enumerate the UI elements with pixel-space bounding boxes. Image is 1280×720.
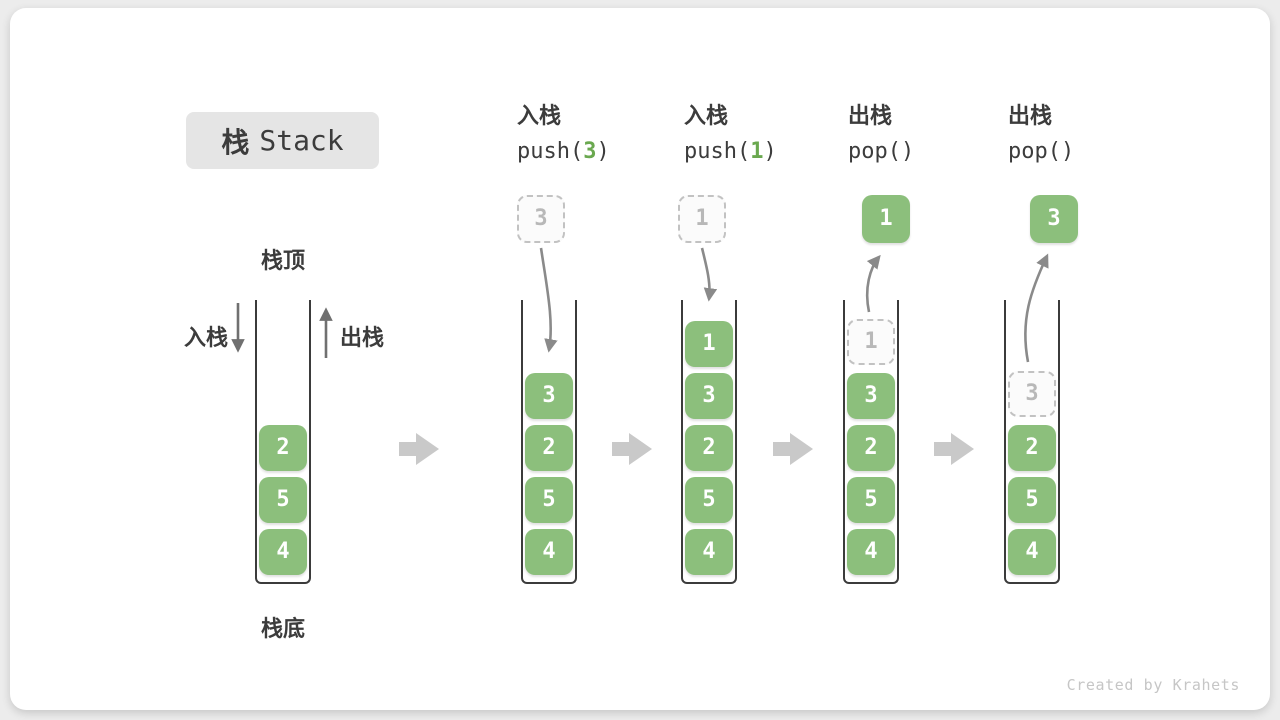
ghost-cell: 3 — [1008, 371, 1056, 417]
code-suffix: ) — [763, 139, 777, 164]
stack-cell: 2 — [259, 425, 307, 471]
ghost-cell: 1 — [847, 319, 895, 365]
code-prefix: push( — [684, 139, 751, 164]
code-prefix: pop() — [1008, 139, 1075, 164]
floating-value-box: 3 — [1030, 195, 1078, 243]
step-header-label: 出栈 — [1008, 104, 1053, 129]
stack-cell: 2 — [1008, 425, 1056, 471]
push-side-label: 入栈 — [183, 326, 228, 351]
stack-cell: 5 — [1008, 477, 1056, 523]
title-badge: 栈 Stack — [186, 112, 379, 169]
stack-cell: 5 — [847, 477, 895, 523]
code-suffix: ) — [596, 139, 610, 164]
stack-cell: 2 — [847, 425, 895, 471]
step-header-pop-1: 出栈 pop() — [848, 104, 1018, 165]
stack-container-5 — [1004, 300, 1060, 584]
stack-bottom-label: 栈底 — [260, 617, 305, 642]
step-header-code: push(1) — [684, 139, 854, 165]
stack-cell: 1 — [685, 321, 733, 367]
stack-cell: 4 — [525, 529, 573, 575]
step-header-label: 入栈 — [684, 104, 729, 129]
floating-value-box: 3 — [517, 195, 565, 243]
stack-cell: 5 — [525, 477, 573, 523]
stack-container-1 — [255, 300, 311, 584]
stack-cell: 3 — [847, 373, 895, 419]
step-header-pop-3: 出栈 pop() — [1008, 104, 1178, 165]
stack-cell: 4 — [1008, 529, 1056, 575]
step-header-push-3: 入栈 push(3) — [517, 104, 687, 165]
stack-cell: 5 — [685, 477, 733, 523]
step-header-label: 入栈 — [517, 104, 562, 129]
stack-cell: 4 — [685, 529, 733, 575]
stack-cell: 4 — [847, 529, 895, 575]
code-prefix: push( — [517, 139, 584, 164]
floating-value-box: 1 — [678, 195, 726, 243]
stack-cell: 4 — [259, 529, 307, 575]
pop-side-label: 出栈 — [340, 326, 385, 351]
step-header-code: push(3) — [517, 139, 687, 165]
code-prefix: pop() — [848, 139, 915, 164]
floating-value-box: 1 — [862, 195, 910, 243]
stack-container-4 — [843, 300, 899, 584]
step-header-code: pop() — [1008, 139, 1178, 165]
title-zh: 栈 — [221, 125, 250, 159]
code-arg: 1 — [750, 139, 764, 164]
title-en: Stack — [259, 124, 344, 157]
stack-cell: 3 — [685, 373, 733, 419]
stack-container-2 — [521, 300, 577, 584]
step-header-code: pop() — [848, 139, 1018, 165]
stack-cell: 3 — [525, 373, 573, 419]
stack-top-label: 栈顶 — [260, 249, 305, 274]
code-arg: 3 — [583, 139, 597, 164]
footer-credit: Created by Krahets — [1066, 676, 1240, 694]
stack-cell: 5 — [259, 477, 307, 523]
stack-cell: 2 — [525, 425, 573, 471]
stack-cell: 2 — [685, 425, 733, 471]
step-header-label: 出栈 — [848, 104, 893, 129]
step-header-push-1: 入栈 push(1) — [684, 104, 854, 165]
stack-container-3 — [681, 300, 737, 584]
